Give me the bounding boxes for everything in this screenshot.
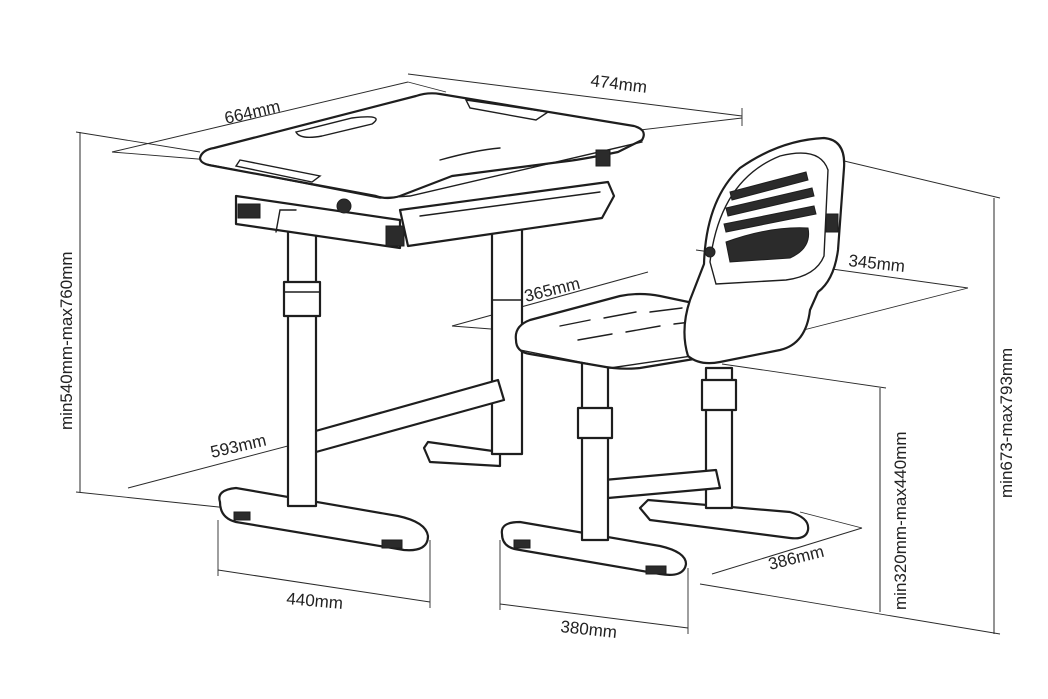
chair-front-collar bbox=[576, 406, 614, 440]
desk-width-label: 664mm bbox=[223, 97, 283, 128]
desk-bracket-right bbox=[385, 225, 405, 247]
seat-height-label: min320mm-max440mm bbox=[891, 431, 910, 610]
chair-back-knob bbox=[825, 213, 839, 233]
chair-height-ext-bottom bbox=[699, 583, 1001, 635]
desk-back-slot bbox=[464, 99, 550, 121]
desk-front-foot bbox=[218, 486, 430, 552]
desk-foot-width-dim-line bbox=[217, 569, 431, 603]
desk-hook bbox=[275, 209, 297, 233]
desk-front-leg bbox=[286, 226, 318, 508]
chair-front-foot bbox=[500, 520, 688, 576]
chair-foot-cap-left bbox=[513, 539, 531, 549]
desk-side-clip bbox=[595, 149, 611, 167]
chair-total-height-label: min673-max793mm bbox=[997, 348, 1016, 498]
desk-tilt-knob bbox=[336, 198, 352, 214]
desk-frame bbox=[234, 194, 402, 250]
desk-drawer bbox=[398, 180, 616, 248]
chair-foot-cap-right bbox=[645, 565, 667, 575]
desk-tabletop-edge bbox=[205, 141, 643, 199]
seat-height-ext-top bbox=[721, 363, 887, 389]
desk-back-foot bbox=[422, 440, 502, 468]
chair-back-collar bbox=[700, 378, 738, 412]
desk-pen-groove bbox=[294, 116, 377, 139]
chair-back-foot bbox=[638, 498, 810, 540]
seat-slot bbox=[559, 319, 591, 327]
back-vent bbox=[729, 171, 809, 201]
back-handle-slot bbox=[725, 227, 810, 263]
desk-book-stop bbox=[439, 147, 501, 161]
desk-height-ext-bottom bbox=[75, 491, 229, 509]
back-vent bbox=[723, 205, 817, 233]
chair-drawing bbox=[500, 136, 846, 576]
chair-back-vents bbox=[723, 171, 817, 263]
desk-foot-cap-left bbox=[233, 511, 251, 521]
desk-width-ext-left bbox=[111, 151, 211, 161]
chair-foot-width-label: 380mm bbox=[560, 617, 618, 642]
chair-crossbar bbox=[602, 468, 722, 500]
chair-base-depth-label: 386mm bbox=[766, 542, 826, 574]
desk-width-dim-line bbox=[111, 81, 409, 153]
desk-drawing bbox=[198, 92, 645, 552]
desk-foot-width-label: 440mm bbox=[286, 589, 344, 613]
chair-foot-width-dim-line bbox=[499, 603, 689, 629]
back-vent bbox=[725, 187, 815, 217]
desk-leg-collar bbox=[282, 280, 322, 318]
desk-height-ext-top bbox=[75, 131, 201, 153]
desk-foot-cap-right bbox=[381, 539, 403, 549]
seat-slot bbox=[649, 307, 683, 313]
chair-back-bolt bbox=[704, 246, 716, 258]
chair-base-depth-ext bbox=[799, 511, 863, 529]
desk-front-slot bbox=[234, 159, 322, 183]
seat-slot bbox=[625, 325, 661, 333]
seat-depth-ext bbox=[779, 287, 969, 337]
desk-height-label: min540mm-max760mm bbox=[57, 251, 76, 430]
seat-slot bbox=[577, 333, 613, 341]
seat-width-dim-line bbox=[451, 271, 649, 327]
desk-drawer-divider bbox=[419, 191, 601, 217]
chair-height-ext-top bbox=[839, 159, 1001, 199]
desk-width-ext-right bbox=[407, 81, 447, 93]
desk-depth-ext-2 bbox=[639, 117, 743, 131]
chair-backrest-panel bbox=[709, 152, 829, 285]
desk-bracket-left bbox=[237, 203, 261, 219]
seat-slot bbox=[603, 311, 637, 319]
chair-front-leg bbox=[580, 358, 610, 542]
chair-base-depth-dim-line bbox=[711, 527, 863, 575]
desk-depth-label: 474mm bbox=[590, 71, 649, 97]
desk-crossbar bbox=[310, 378, 506, 454]
desk-depth-dim-line bbox=[407, 73, 743, 117]
desk-base-depth-label: 593mm bbox=[209, 431, 269, 462]
seat-width-label: 365mm bbox=[522, 274, 582, 306]
